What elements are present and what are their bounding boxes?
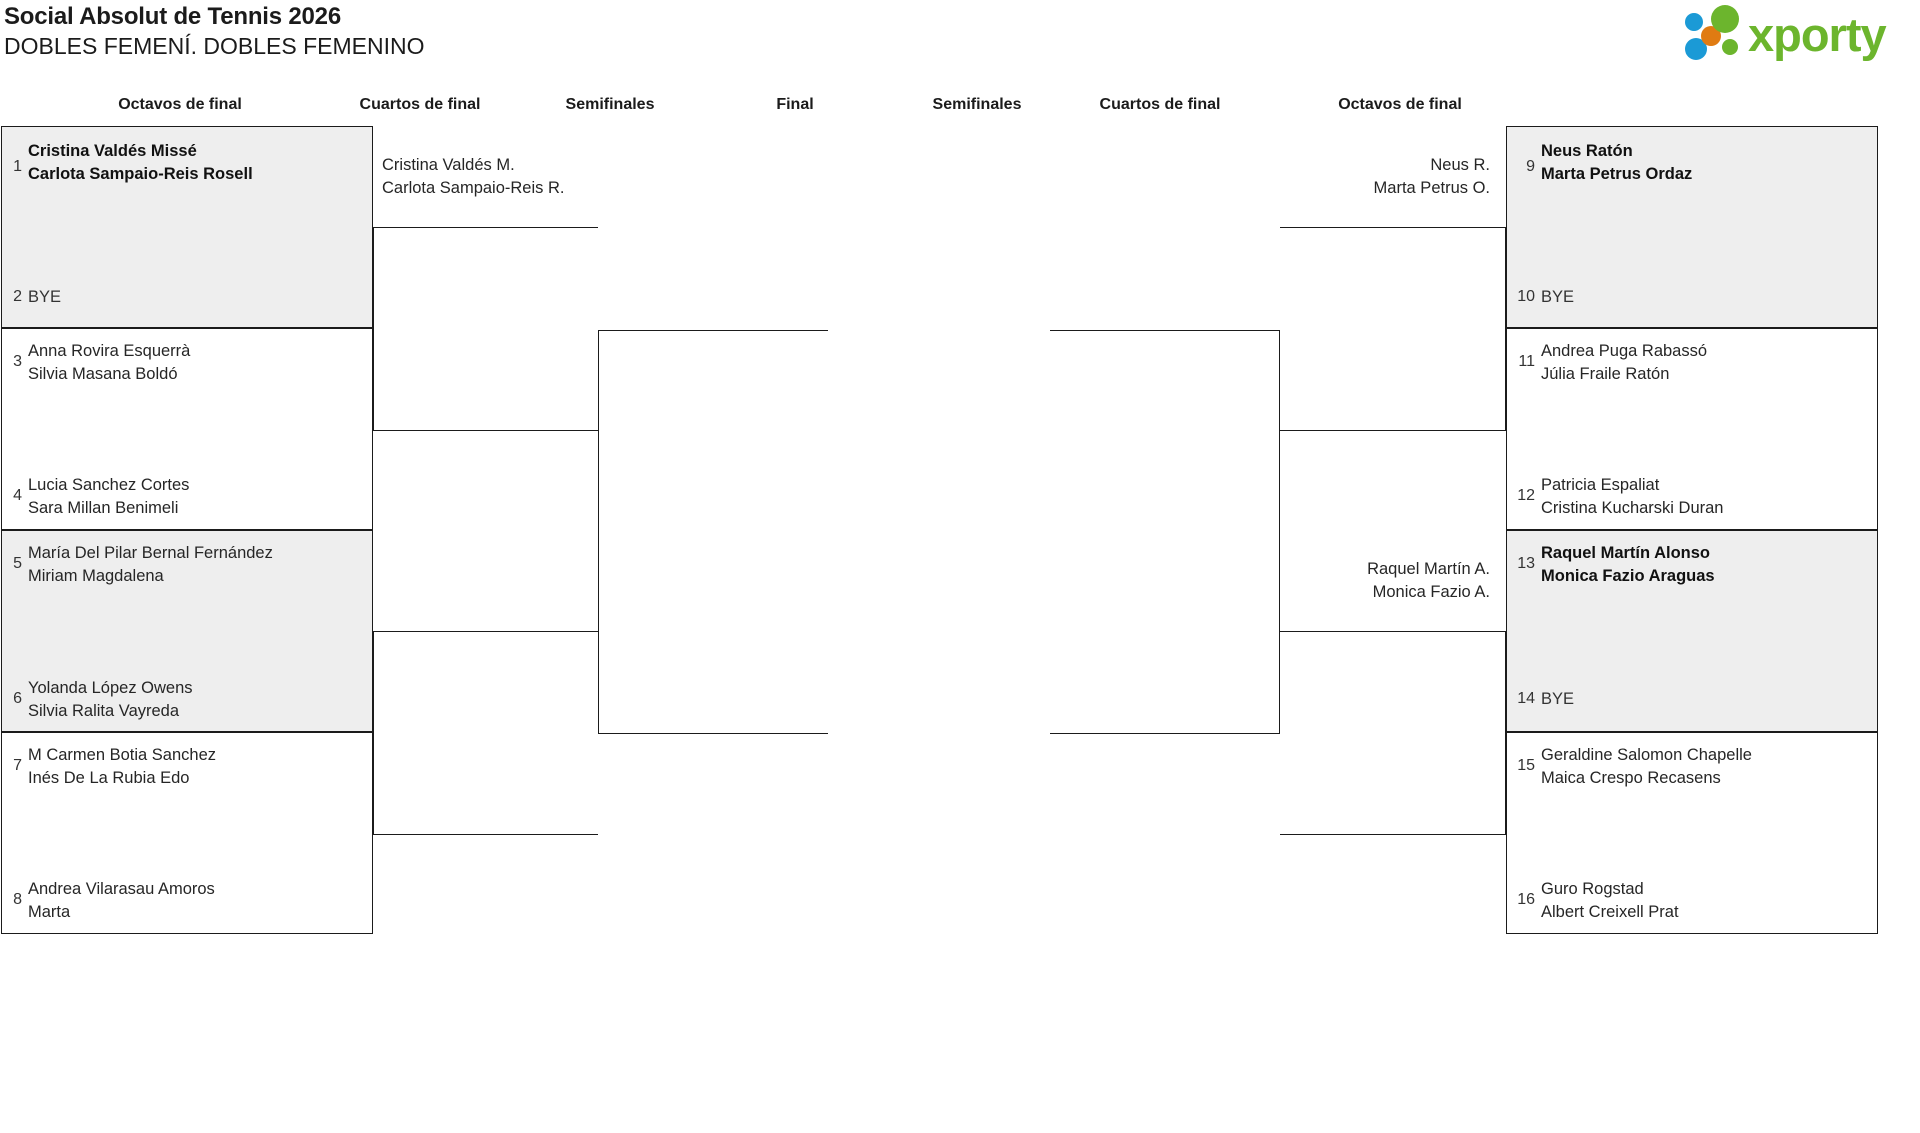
round-label-left-cuartos: Cuartos de final bbox=[359, 96, 481, 113]
round-label-right-semis: Semifinales bbox=[932, 96, 1022, 113]
seed-number: 10 bbox=[1517, 288, 1535, 305]
player-line-2: Inés De La Rubia Edo bbox=[28, 769, 190, 787]
player-line-1: Yolanda López Owens bbox=[28, 679, 193, 697]
left-octavos-match-2[interactable] bbox=[1, 328, 373, 530]
player-line-2: Marta Petrus Ordaz bbox=[1541, 165, 1693, 183]
title-block: Social Absolut de Tennis 2026 DOBLES FEM… bbox=[4, 2, 424, 61]
player-line-2: Monica Fazio Araguas bbox=[1541, 567, 1715, 585]
round-label-left-octavos: Octavos de final bbox=[118, 96, 242, 113]
player-line-2: Cristina Kucharski Duran bbox=[1541, 499, 1724, 517]
player-line-2: Silvia Masana Boldó bbox=[28, 365, 178, 383]
seed-number: 5 bbox=[13, 555, 22, 572]
player-line-2: Sara Millan Benimeli bbox=[28, 499, 179, 517]
seed-number: 13 bbox=[1517, 555, 1535, 572]
seed-number: 9 bbox=[1526, 158, 1535, 175]
svg-text:xporty: xporty bbox=[1748, 8, 1887, 61]
bye-label: BYE bbox=[1541, 690, 1575, 708]
player-line-1: Andrea Puga Rabassó bbox=[1541, 342, 1708, 360]
round-label-final: Final bbox=[776, 96, 814, 113]
left-semis-connector bbox=[598, 330, 828, 734]
bye-label: BYE bbox=[1541, 288, 1575, 306]
seed-number: 7 bbox=[13, 757, 22, 774]
right-cuartos-connector-top bbox=[1280, 227, 1506, 431]
player-line-1: Anna Rovira Esquerrà bbox=[28, 342, 191, 360]
right-cuartos-advance-top-line-1: Neus R. bbox=[1430, 156, 1490, 174]
right-cuartos-connector-bottom bbox=[1280, 631, 1506, 835]
xporty-logo-svg: xporty bbox=[1685, 5, 1888, 61]
right-cuartos-advance-bottom-line-1: Raquel Martín A. bbox=[1367, 560, 1490, 578]
left-octavos-match-1[interactable] bbox=[1, 126, 373, 328]
player-line-1: Lucia Sanchez Cortes bbox=[28, 476, 190, 494]
seed-number: 3 bbox=[13, 353, 22, 370]
category-title: DOBLES FEMENÍ. DOBLES FEMENINO bbox=[4, 33, 425, 59]
round-label-right-octavos: Octavos de final bbox=[1338, 96, 1462, 113]
player-line-1: M Carmen Botia Sanchez bbox=[28, 746, 217, 764]
player-line-2: Miriam Magdalena bbox=[28, 567, 164, 585]
player-line-1: Cristina Valdés Missé bbox=[28, 142, 197, 160]
right-octavos-match-3[interactable] bbox=[1506, 530, 1878, 732]
seed-number: 16 bbox=[1517, 891, 1535, 908]
left-cuartos-connector-top bbox=[373, 227, 598, 431]
seed-number: 11 bbox=[1518, 353, 1535, 370]
seed-number: 1 bbox=[13, 158, 22, 175]
player-line-1: Guro Rogstad bbox=[1541, 880, 1644, 898]
player-line-2: Albert Creixell Prat bbox=[1541, 903, 1679, 921]
right-octavos-match-1[interactable] bbox=[1506, 126, 1878, 328]
xporty-logo[interactable]: xporty bbox=[1678, 5, 1908, 61]
tournament-title: Social Absolut de Tennis 2026 bbox=[4, 3, 341, 30]
bye-label: BYE bbox=[28, 288, 62, 306]
round-label-right-cuartos: Cuartos de final bbox=[1099, 96, 1221, 113]
player-line-2: Maica Crespo Recasens bbox=[1541, 769, 1721, 787]
player-line-1: Andrea Vilarasau Amoros bbox=[28, 880, 215, 898]
seed-number: 8 bbox=[13, 891, 22, 908]
left-cuartos-connector-bottom bbox=[373, 631, 598, 835]
round-label-left-semis: Semifinales bbox=[565, 96, 655, 113]
player-line-2: Júlia Fraile Ratón bbox=[1541, 365, 1670, 383]
right-cuartos-advance-bottom-line-2: Monica Fazio A. bbox=[1372, 583, 1490, 601]
left-cuartos-advance-line-1: Cristina Valdés M. bbox=[382, 156, 515, 174]
player-line-2: Marta bbox=[28, 903, 71, 921]
page-header: Social Absolut de Tennis 2026 DOBLES FEM… bbox=[0, 0, 1920, 68]
player-line-1: Geraldine Salomon Chapelle bbox=[1541, 746, 1752, 764]
seed-number: 14 bbox=[1517, 690, 1535, 707]
player-line-1: María Del Pilar Bernal Fernández bbox=[28, 544, 273, 562]
player-line-1: Raquel Martín Alonso bbox=[1541, 544, 1710, 562]
seed-number: 15 bbox=[1517, 757, 1535, 774]
right-semis-connector bbox=[1050, 330, 1280, 734]
right-octavos-match-2[interactable] bbox=[1506, 328, 1878, 530]
right-octavos-match-4[interactable] bbox=[1506, 732, 1878, 934]
player-line-2: Silvia Ralita Vayreda bbox=[28, 702, 180, 720]
seed-number: 2 bbox=[13, 288, 22, 305]
player-line-1: Patricia Espaliat bbox=[1541, 476, 1660, 494]
left-cuartos-advance-line-2: Carlota Sampaio-Reis R. bbox=[382, 179, 565, 197]
seed-number: 4 bbox=[13, 487, 22, 504]
player-line-1: Neus Ratón bbox=[1541, 142, 1633, 160]
left-octavos-match-4[interactable] bbox=[1, 732, 373, 934]
seed-number: 12 bbox=[1517, 487, 1535, 504]
seed-number: 6 bbox=[13, 690, 22, 707]
left-octavos-match-3[interactable] bbox=[1, 530, 373, 732]
right-cuartos-advance-top-line-2: Marta Petrus O. bbox=[1373, 179, 1490, 197]
player-line-2: Carlota Sampaio-Reis Rosell bbox=[28, 165, 253, 183]
